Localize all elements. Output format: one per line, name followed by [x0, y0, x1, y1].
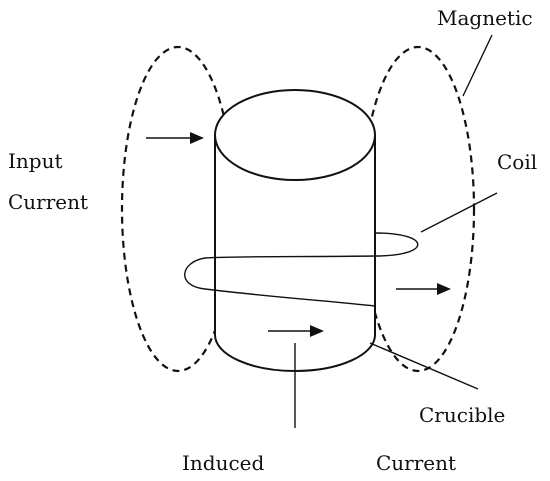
crucible-body-fill	[215, 135, 375, 371]
input-current-arrow	[146, 132, 204, 144]
crucible-label: Crucible	[419, 403, 506, 427]
crucible-top-fill	[215, 90, 375, 180]
coil-label: Coil	[497, 150, 538, 174]
input-label: Input	[8, 149, 63, 173]
crucible-leader-line	[369, 342, 479, 390]
coil-winding	[184, 232, 419, 307]
magnetic-field-arrow	[396, 283, 451, 295]
magnetic-leader-line	[462, 34, 493, 97]
induced-current-arrow	[268, 325, 324, 337]
magnetic-label: Magnetic	[437, 6, 533, 30]
current-bottom-label: Current	[376, 451, 457, 475]
magnetic-field-loop-right	[360, 45, 476, 373]
coil-lead	[420, 192, 498, 233]
current-left-label: Current	[8, 190, 89, 214]
induced-label: Induced	[182, 451, 265, 475]
